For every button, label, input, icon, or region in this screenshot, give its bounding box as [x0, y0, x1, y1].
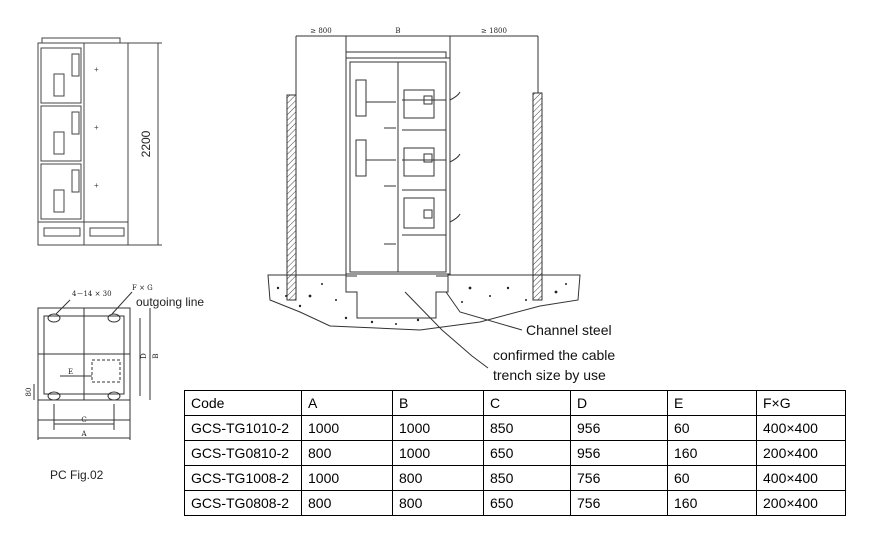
cell-c: 850 — [483, 465, 571, 491]
header-code: Code — [184, 390, 302, 416]
channel-steel-label: Channel steel — [526, 322, 612, 338]
dim-c-label: C — [81, 416, 86, 424]
plan-view — [33, 291, 151, 440]
table-row: GCS-TG0808-2 800 800 650 756 160 200×400 — [184, 490, 846, 516]
cell-a: 1000 — [301, 415, 393, 441]
header-c: C — [483, 390, 571, 416]
cabinet-front-outline — [37, 42, 129, 246]
cell-a: 800 — [301, 440, 393, 466]
ground-section — [267, 274, 581, 331]
cell-b: 1000 — [392, 440, 484, 466]
cell-c: 650 — [483, 440, 571, 466]
mount-hole — [47, 313, 61, 323]
left-clearance-label: ≥ 800 — [310, 27, 331, 35]
drawer-1 — [40, 47, 82, 104]
svg-text:+: + — [94, 123, 99, 132]
header-d: D — [570, 390, 668, 416]
cabinet-top-cap — [345, 51, 447, 59]
dim-80-label: 80 — [25, 388, 33, 397]
dim-e-label: E — [68, 368, 73, 376]
cabinet-top-cap — [41, 37, 121, 44]
outgoing-line-label: outgoing line — [136, 295, 205, 309]
cell-a: 800 — [301, 490, 393, 516]
cell-d: 956 — [570, 415, 668, 441]
cell-code: GCS-TG0810-2 — [184, 440, 302, 466]
height-dimension: 2200 — [139, 130, 153, 157]
cable-trench-label: confirmed the cable trench size by use — [493, 347, 616, 383]
opening-note: F × G — [132, 284, 153, 292]
dim-a-label: A — [80, 430, 87, 438]
svg-text:+: + — [94, 65, 99, 74]
cell-e: 160 — [667, 490, 757, 516]
cell-d: 756 — [570, 465, 668, 491]
cell-d: 956 — [570, 440, 668, 466]
svg-text:+: + — [94, 181, 99, 190]
spec-table: Code A B C D E F×G GCS-TG1010-2 1000 100… — [184, 390, 846, 516]
cell-e: 160 — [667, 440, 757, 466]
lock-icon — [423, 95, 433, 105]
header-b: B — [392, 390, 484, 416]
table-row: GCS-TG1010-2 1000 1000 850 956 60 400×40… — [184, 415, 846, 441]
cell-d: 756 — [570, 490, 668, 516]
cell-b: 800 — [392, 465, 484, 491]
cell-c: 850 — [483, 415, 571, 441]
cell-fxg: 200×400 — [756, 440, 846, 466]
holes-note: 4－14 × 30 — [72, 290, 112, 298]
cell-fxg: 400×400 — [756, 415, 846, 441]
header-fxg: F×G — [756, 390, 846, 416]
right-wall — [532, 92, 543, 301]
header-e: E — [667, 390, 757, 416]
right-clearance-label: ≥ 1800 — [481, 27, 507, 35]
left-wall — [286, 94, 297, 301]
figure-caption: PC Fig.02 — [50, 468, 104, 482]
table-row: GCS-TG1008-2 1000 800 850 756 60 400×400 — [184, 465, 846, 491]
cell-b: 800 — [392, 490, 484, 516]
width-b-label: B — [395, 27, 400, 35]
cell-a: 1000 — [301, 465, 393, 491]
cell-code: GCS-TG0808-2 — [184, 490, 302, 516]
drawer-2 — [40, 105, 82, 162]
side-view — [267, 35, 581, 369]
table-row: GCS-TG0810-2 800 1000 650 956 160 200×40… — [184, 440, 846, 466]
drawer-3 — [40, 163, 82, 220]
cell-c: 650 — [483, 490, 571, 516]
cell-e: 60 — [667, 415, 757, 441]
cell-code: GCS-TG1010-2 — [184, 415, 302, 441]
drawer-handle — [53, 73, 65, 97]
cable-opening — [91, 359, 121, 383]
cell-fxg: 400×400 — [756, 465, 846, 491]
table-header-row: Code A B C D E F×G — [184, 390, 846, 416]
front-view: + + + — [37, 37, 162, 246]
cell-fxg: 200×400 — [756, 490, 846, 516]
cabinet-side-outline — [345, 57, 451, 275]
cell-b: 1000 — [392, 415, 484, 441]
cell-e: 60 — [667, 465, 757, 491]
header-a: A — [301, 390, 393, 416]
cell-code: GCS-TG1008-2 — [184, 465, 302, 491]
ground-aggregate — [276, 283, 567, 325]
dim-d-label: D — [140, 353, 148, 359]
dim-b-label: B — [152, 353, 160, 358]
